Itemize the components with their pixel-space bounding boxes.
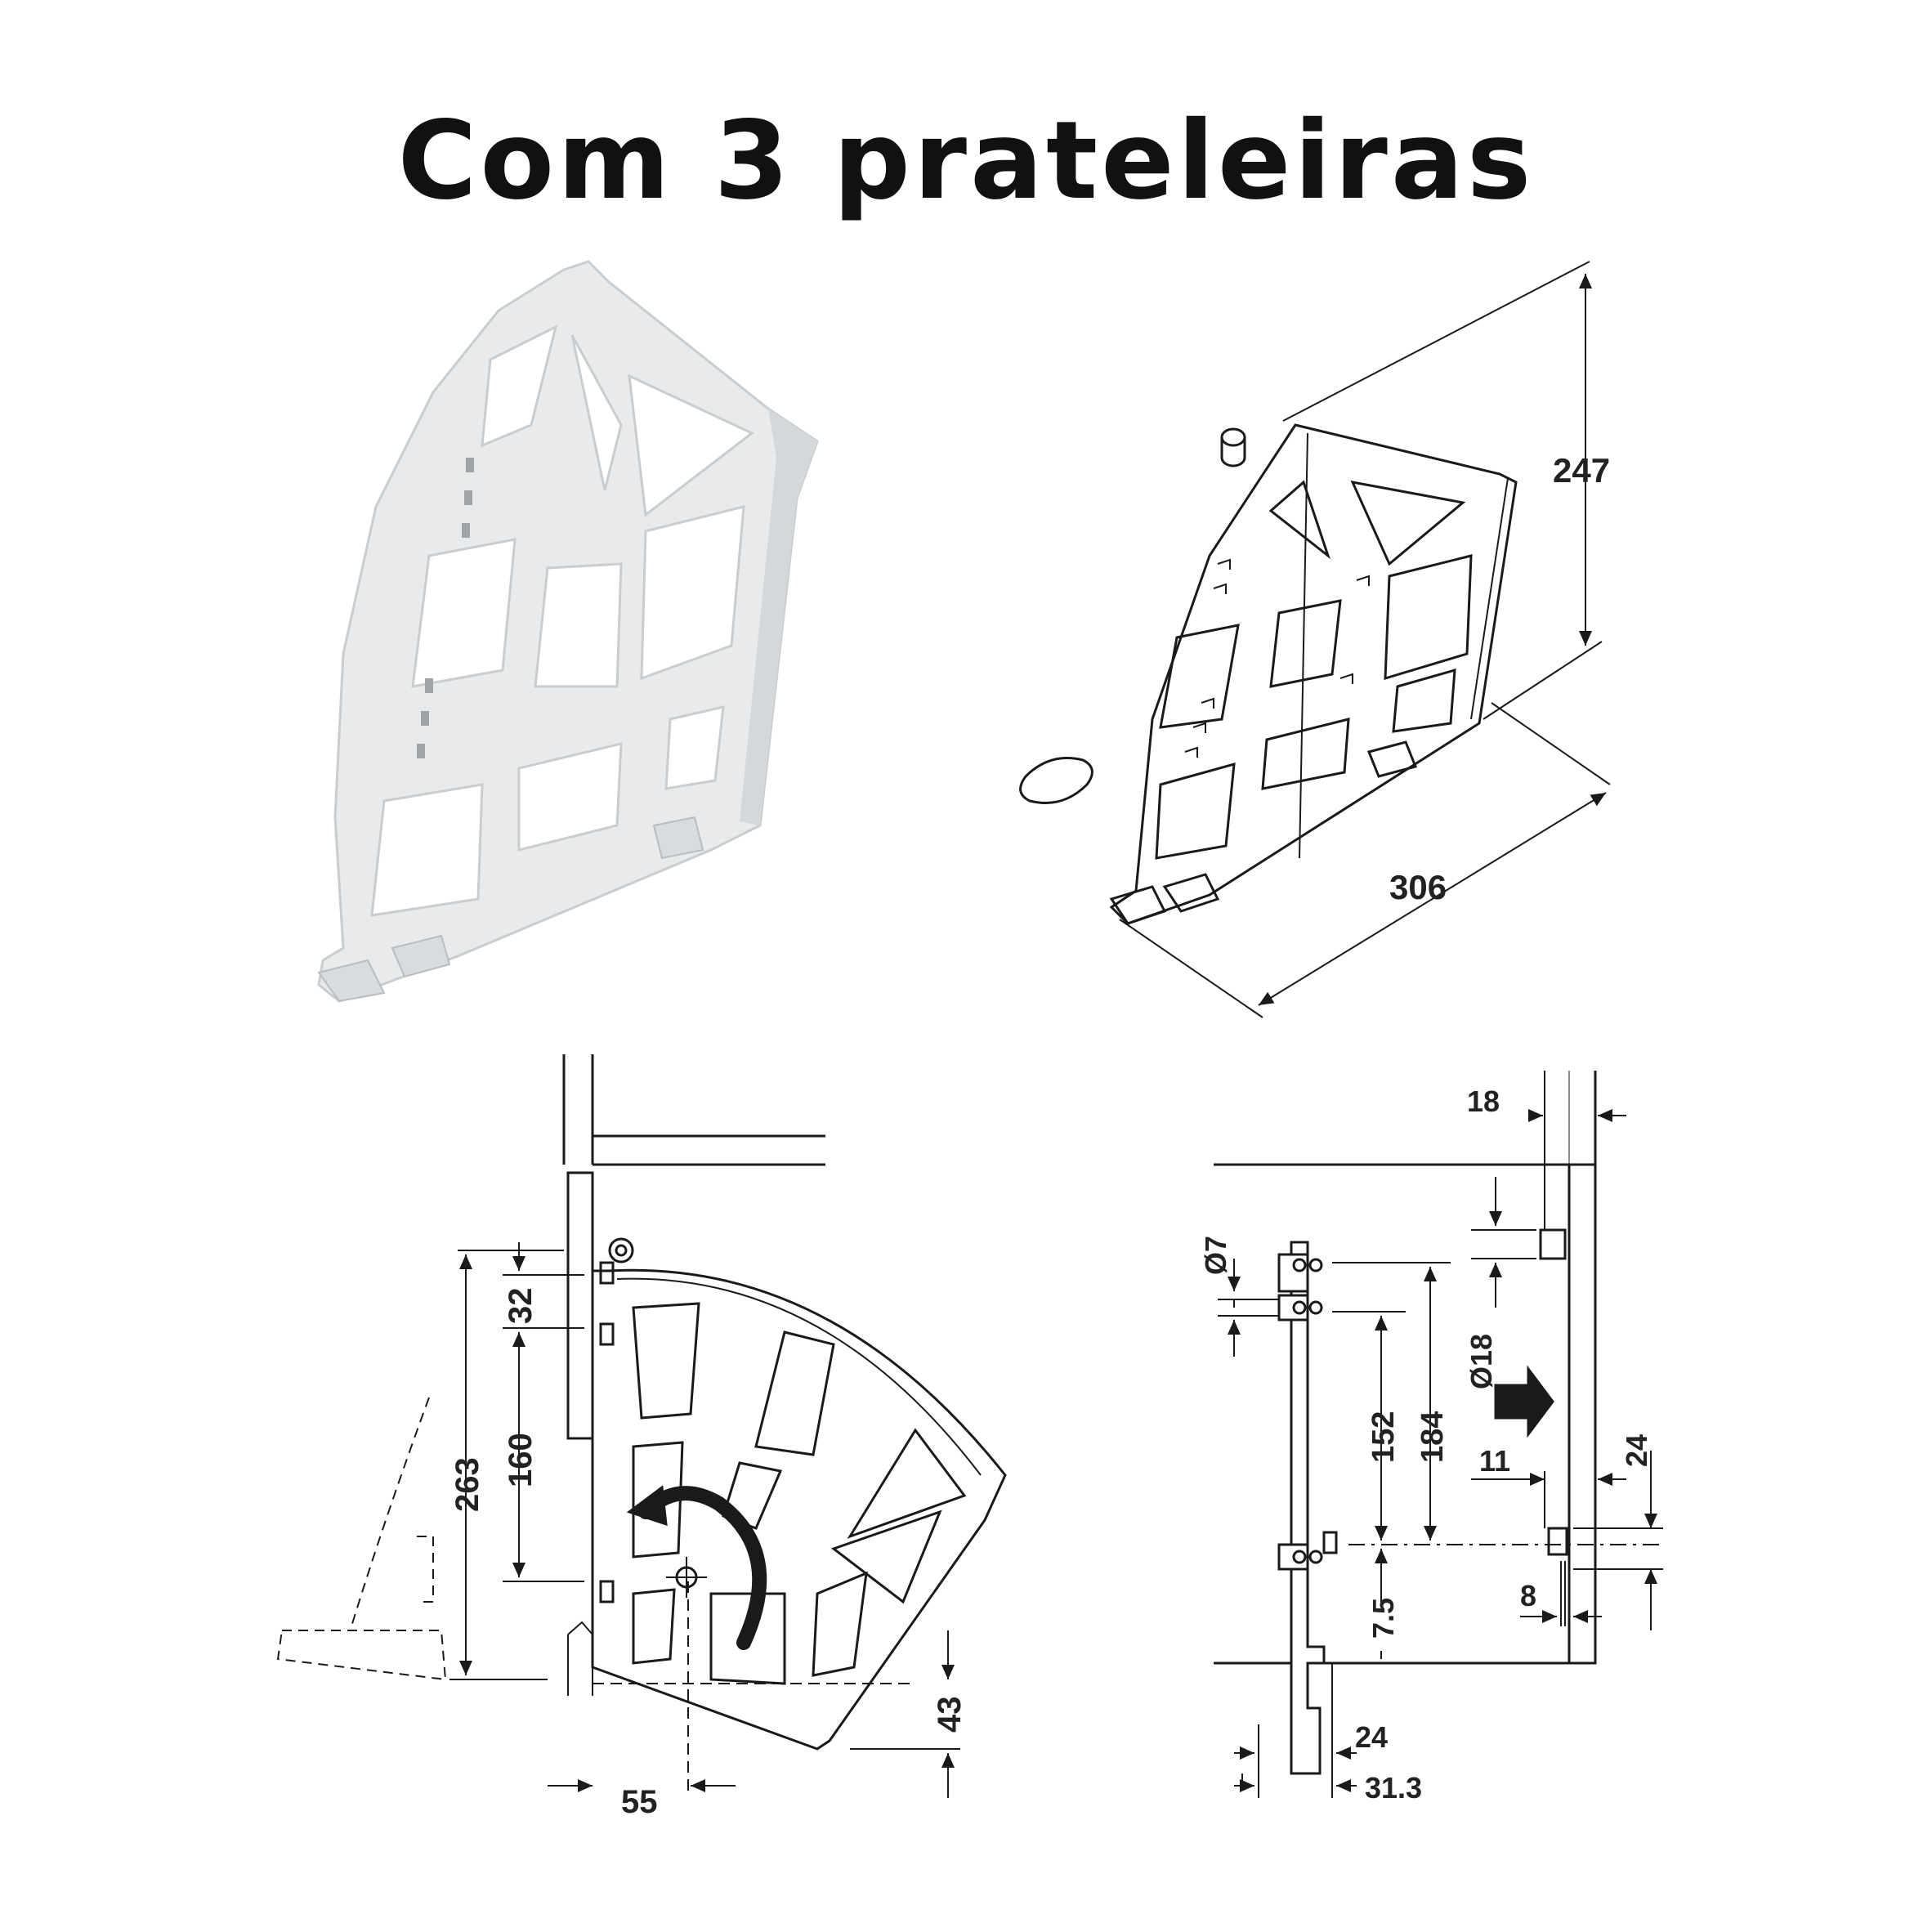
dim-24-right: 24 [1620,1434,1653,1467]
dim-263: 263 [449,1457,485,1512]
page-title: Com 3 prateleiras [397,98,1535,224]
dim-height-247: 247 [1553,451,1610,490]
front-view-drawing [1214,1071,1663,1798]
dim-160: 160 [503,1433,539,1487]
dim-184: 184 [1415,1411,1450,1463]
dim-8: 8 [1520,1579,1536,1612]
dim-31-3: 31.3 [1365,1771,1422,1805]
dim-18: 18 [1467,1085,1500,1118]
side-view-drawing [276,1054,1007,1798]
dim-width-306: 306 [1389,868,1447,906]
dim-24-bottom: 24 [1355,1720,1388,1754]
isometric-drawing [1019,261,1611,1018]
dim-43: 43 [932,1697,968,1733]
dim-o18: Ø18 [1465,1334,1498,1389]
dim-152: 152 [1366,1411,1401,1463]
product-photo [317,260,819,1003]
dim-o7: Ø7 [1199,1236,1232,1275]
dim-7-5: 7.5 [1366,1598,1400,1639]
dim-55: 55 [621,1784,658,1820]
dim-11: 11 [1479,1444,1510,1478]
dim-32: 32 [503,1288,539,1325]
